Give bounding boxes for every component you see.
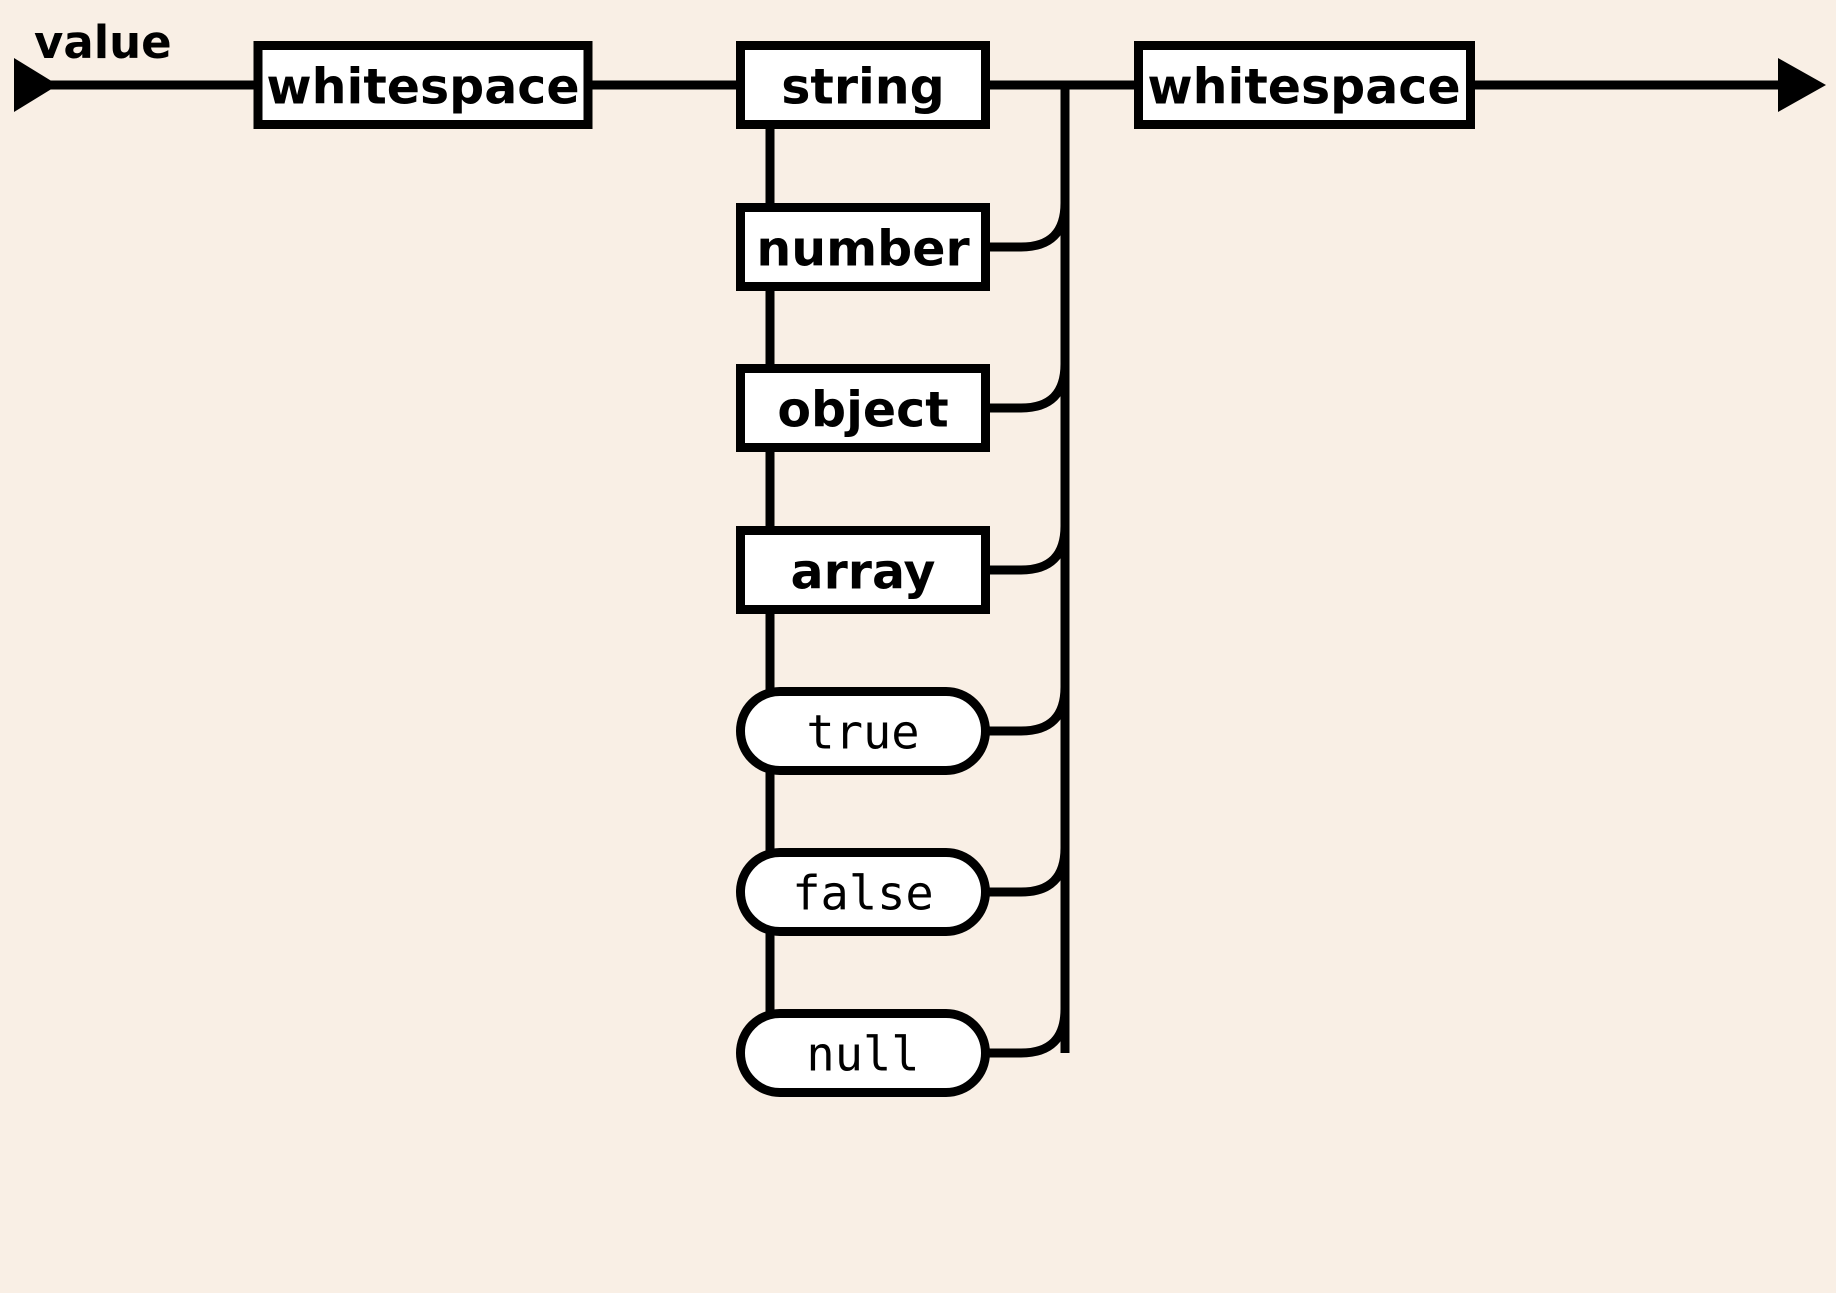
object-label: object [777,382,948,439]
number-box [736,203,990,291]
array-label: array [791,544,936,601]
array-box [736,526,990,614]
true-pill [736,687,990,775]
null-pill [736,1009,990,1097]
node-whitespace-prefix[interactable]: whitespace [253,41,593,129]
node-alternative-false[interactable]: false [736,848,990,936]
node-alternative-number[interactable]: number [736,203,990,291]
node-alternative-array[interactable]: array [736,526,990,614]
merge-connector-row-5 [985,847,1070,897]
whitespace-suffix-label: whitespace [1147,59,1460,116]
merge-connector-row-4 [985,686,1070,736]
whitespace-suffix-box [1134,41,1475,129]
node-whitespace-suffix[interactable]: whitespace [1134,41,1475,129]
node-alternative-true[interactable]: true [736,687,990,775]
false-label: false [792,867,933,922]
merge-connector-row-3 [985,525,1070,575]
node-alternative-object[interactable]: object [736,364,990,452]
number-label: number [756,221,970,278]
whitespace-prefix-label: whitespace [266,59,579,116]
merge-connector-row-1 [985,202,1070,252]
exit-arrow-icon [1778,58,1826,112]
merge-connector-row-2 [985,363,1070,413]
node-alternative-null[interactable]: null [736,1009,990,1097]
false-pill [736,848,990,936]
object-box [736,364,990,452]
true-label: true [806,706,919,761]
merge-connector-row-6 [985,1008,1070,1058]
page-title: value [34,16,172,69]
string-label: string [781,59,945,116]
null-label: null [806,1028,919,1083]
string-box [736,41,990,129]
node-alternative-string[interactable]: string [736,41,990,129]
